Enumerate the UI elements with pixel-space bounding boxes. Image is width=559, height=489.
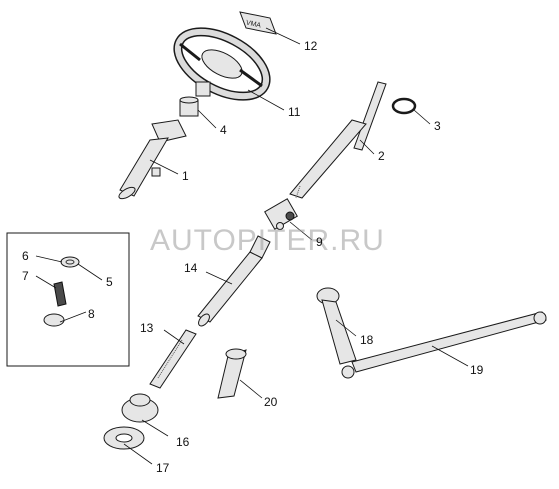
part-5-cap [60, 256, 80, 268]
part-17-plate [103, 426, 145, 450]
callout-11: 11 [288, 105, 301, 119]
callout-2: 2 [378, 149, 385, 163]
callout-8: 8 [88, 307, 95, 321]
callout-17: 17 [156, 461, 170, 475]
part-7-spring [53, 281, 67, 307]
callout-1: 1 [182, 169, 189, 183]
callout-12: 12 [304, 39, 318, 53]
part-20-boot [217, 348, 247, 399]
part-16-flange [121, 393, 159, 423]
callout-19: 19 [470, 363, 484, 377]
part-11-steering-wheel [173, 27, 271, 101]
callout-9: 9 [316, 235, 323, 249]
callout-7: 7 [22, 269, 29, 283]
callout-labels: 12 11 4 1 3 2 9 14 13 16 17 20 18 19 5 6… [22, 39, 484, 475]
part-3-ring [391, 97, 417, 115]
part-1-column-tube [118, 119, 187, 200]
callout-5: 5 [106, 275, 113, 289]
callout-6: 6 [22, 249, 29, 263]
part-13-lower-shaft [149, 329, 197, 389]
callout-3: 3 [434, 119, 441, 133]
part-18-pitman-arm [316, 287, 357, 379]
callout-13: 13 [140, 321, 154, 335]
callout-4: 4 [220, 123, 227, 137]
part-2-upper-shaft [289, 81, 387, 199]
callout-18: 18 [360, 333, 374, 347]
inset-box [6, 232, 130, 367]
part-12-horn-badge: VMA [239, 11, 277, 35]
part-19-tie-rod [351, 311, 547, 373]
part-6-washer [65, 259, 75, 265]
badge-text: VMA [245, 20, 262, 30]
leader-lines [35, 27, 469, 465]
callout-14: 14 [184, 261, 198, 275]
watermark: AUTOPITER.RU [150, 224, 385, 257]
callout-20: 20 [264, 395, 278, 409]
part-8-cap [43, 313, 65, 327]
part-9-universal-joint [264, 198, 298, 230]
callout-16: 16 [176, 435, 190, 449]
part-4-hub [179, 96, 199, 117]
part-14-intermediate-shaft [197, 235, 271, 327]
